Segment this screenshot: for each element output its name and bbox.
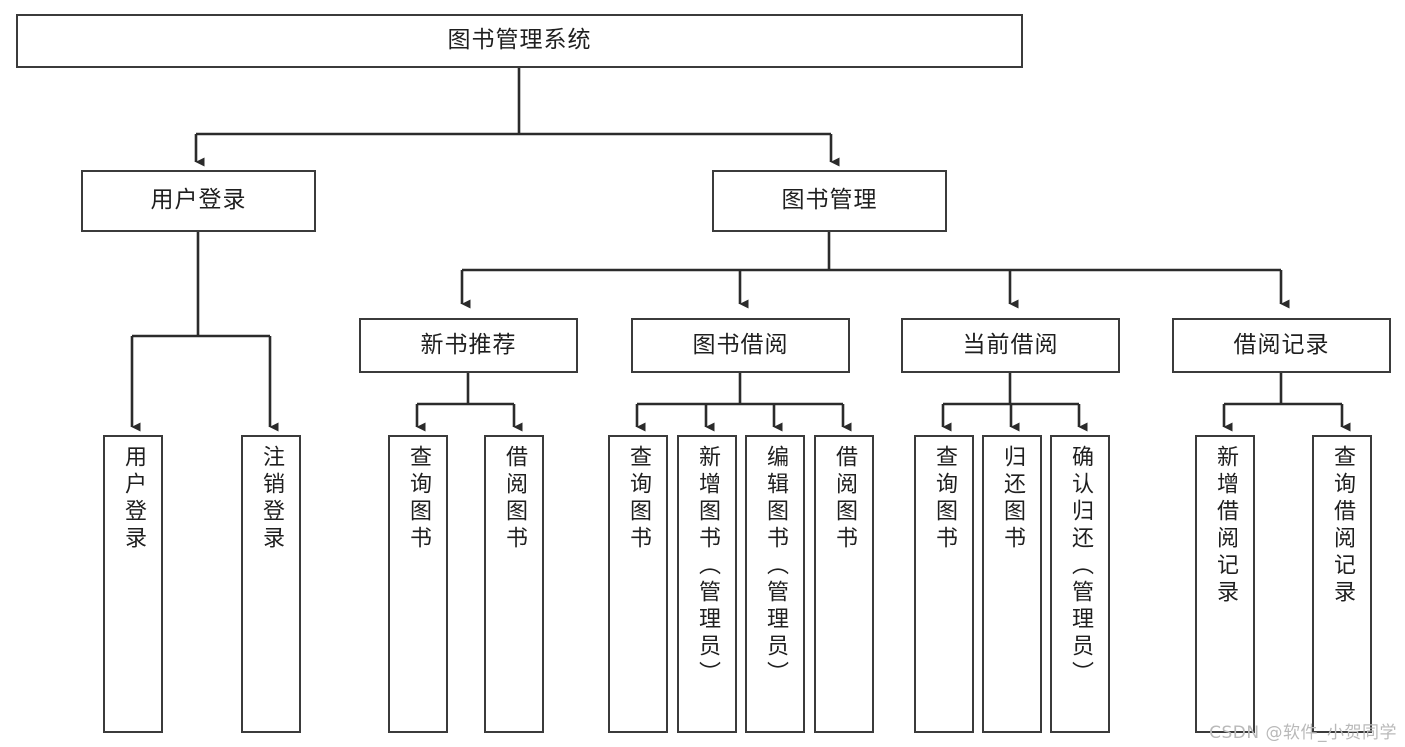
node-label: 确认归还（管理员） [1068,445,1093,688]
node-leaf-query-book[interactable]: 查询图书 [608,435,668,733]
node-leaf-edit-book-admin[interactable]: 编辑图书（管理员） [745,435,805,733]
node-leaf-query-book-newbook[interactable]: 查询图书 [388,435,448,733]
node-leaf-add-borrow-record[interactable]: 新增借阅记录 [1195,435,1255,733]
node-leaf-query-borrow-record[interactable]: 查询借阅记录 [1312,435,1372,733]
node-book-management[interactable]: 图书管理 [712,170,947,232]
node-current-borrow[interactable]: 当前借阅 [901,318,1120,373]
node-label: 用户登录 [150,187,247,214]
node-label: 新书推荐 [420,331,517,358]
node-user-login[interactable]: 用户登录 [81,170,316,232]
node-leaf-borrow-book[interactable]: 借阅图书 [814,435,874,733]
node-leaf-logout[interactable]: 注销登录 [241,435,301,733]
node-label: 用户登录 [121,445,146,553]
node-label: 借阅图书 [832,445,857,553]
node-label: 借阅图书 [502,445,527,553]
node-leaf-user-login[interactable]: 用户登录 [103,435,163,733]
node-leaf-query-book-current[interactable]: 查询图书 [914,435,974,733]
node-label: 图书管理系统 [447,27,592,54]
node-new-book-recommend[interactable]: 新书推荐 [359,318,578,373]
node-label: 查询图书 [626,445,651,553]
node-leaf-confirm-return-admin[interactable]: 确认归还（管理员） [1050,435,1110,733]
node-label: 当前借阅 [962,331,1059,358]
node-label: 注销登录 [259,445,284,553]
node-label: 新增图书（管理员） [695,445,720,688]
node-leaf-return-book[interactable]: 归还图书 [982,435,1042,733]
node-root-book-management-system[interactable]: 图书管理系统 [16,14,1023,68]
node-leaf-add-book-admin[interactable]: 新增图书（管理员） [677,435,737,733]
node-label: 新增借阅记录 [1213,445,1238,607]
node-borrow-record[interactable]: 借阅记录 [1172,318,1391,373]
node-label: 查询图书 [406,445,431,553]
csdn-watermark: CSDN @软件_小贺同学 [1209,723,1397,743]
node-label: 归还图书 [1000,445,1025,553]
node-book-borrow[interactable]: 图书借阅 [631,318,850,373]
node-label: 查询借阅记录 [1330,445,1355,607]
node-label: 图书管理 [781,187,878,214]
node-leaf-borrow-book-newbook[interactable]: 借阅图书 [484,435,544,733]
node-label: 图书借阅 [692,331,789,358]
node-label: 借阅记录 [1233,331,1330,358]
node-label: 查询图书 [932,445,957,553]
node-label: 编辑图书（管理员） [763,445,788,688]
